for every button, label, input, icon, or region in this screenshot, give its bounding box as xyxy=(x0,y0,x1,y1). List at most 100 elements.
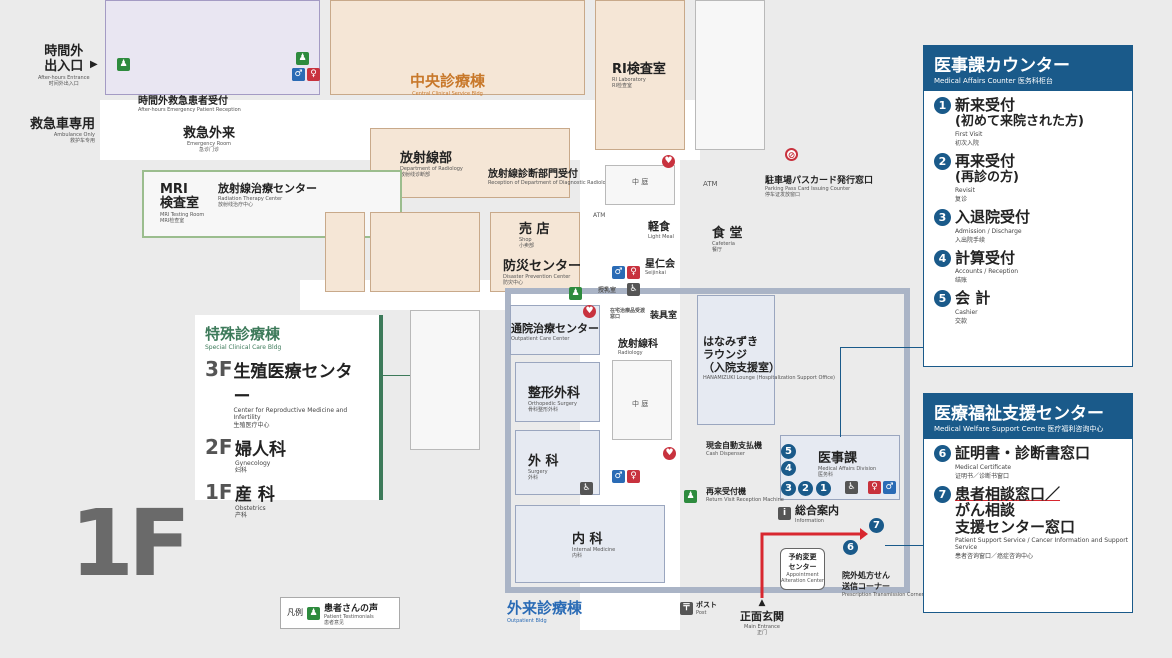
accessible-icon: ♿ xyxy=(627,283,640,296)
restroom-female-icon: ♀ xyxy=(868,481,881,494)
floor-dept: 婦人科 xyxy=(235,439,286,460)
floor-number: 2F xyxy=(205,434,233,459)
main-entrance-label: ▲ 正面玄関 Main Entrance 正门 xyxy=(740,598,784,636)
room-internal xyxy=(515,505,665,583)
aed-heart-icon: ♥ xyxy=(663,447,676,460)
counter-note: (初めて来院された方) xyxy=(955,113,1084,129)
accessible-icon: ♿ xyxy=(580,482,593,495)
room-ri xyxy=(595,0,685,150)
ambulance-label: 救急車専用 Ambulance Only 救护车专用 xyxy=(30,117,96,144)
patient-voice-icon: ♟ xyxy=(684,490,697,503)
counter-6-marker: 6 xyxy=(843,540,858,555)
no-entry-icon: ⊘ xyxy=(785,148,798,161)
medical-affairs-counter-panel: 医事課カウンター Medical Affairs Counter 医务科柜台 1… xyxy=(923,45,1133,367)
welfare-en: Patient Support Service / Cancer Informa… xyxy=(955,537,1129,551)
outpatient-bldg-label: 外来診療棟 Outpatient Bldg xyxy=(507,599,583,624)
restroom-female-icon: ♀ xyxy=(627,266,640,279)
aed-heart-icon: ♥ xyxy=(662,155,675,168)
revisit-machine-label: 再来受付機 Return Visit Reception Machine xyxy=(706,487,784,503)
shop-label: 売 店 Shop 小卖部 xyxy=(519,222,550,249)
counter-en: First Visit xyxy=(955,131,983,139)
courtyard-2-label: 中 庭 xyxy=(632,400,649,408)
restroom-male-icon: ♂ xyxy=(292,68,305,81)
info-icon: i xyxy=(778,506,791,520)
counter-cn: 初次入院 xyxy=(955,140,980,148)
welfare-name: 患者相談窓口／ xyxy=(955,484,1061,503)
route-arrow xyxy=(760,528,868,598)
orthopedic-label: 整形外科 Orthopedic Surgery 骨科整形外科 xyxy=(528,386,581,413)
central-bldg-label: 中央診療棟 Central Clinical Service Bldg xyxy=(410,72,486,97)
lounge-label: はなみずき ラウンジ （入院支援室） HANAMIZUKI Lounge (Ho… xyxy=(703,335,835,381)
welfare-number: 7 xyxy=(934,485,951,503)
courtyard-1 xyxy=(605,165,675,205)
special-bldg-subtitle: Special Clinical Care Bldg xyxy=(205,344,282,351)
patient-voice-icon: ♟ xyxy=(307,606,320,620)
accessible-icon: ♿ xyxy=(845,481,858,494)
counter-name: 新来受付 xyxy=(955,96,1016,114)
home-med-label: 在宅治療品受渡窓口 xyxy=(610,308,646,320)
counter-en: Cashier xyxy=(955,308,978,316)
welfare-name-2: がん相談 支援センター窓口 xyxy=(955,501,1076,536)
cafeteria-label: 食 堂 Cafeteria 餐厅 xyxy=(712,226,743,253)
floor-dept-en: Center for Reproductive Medicine and Inf… xyxy=(233,407,348,422)
counter-number: 2 xyxy=(934,153,951,171)
counter-en: Admission / Discharge xyxy=(955,227,1022,235)
special-bldg-title: 特殊診療棟 xyxy=(205,325,281,343)
panel-subtitle: Medical Affairs Counter 医务科柜台 xyxy=(934,77,1053,85)
room-emergency-area xyxy=(105,0,320,95)
counter-connector xyxy=(840,347,841,437)
welfare-name: 証明書・診断書窓口 xyxy=(955,444,1091,462)
room-special xyxy=(410,310,480,450)
internal-label: 内 科 Internal Medicine 内科 xyxy=(572,532,616,559)
room-central-low1 xyxy=(370,212,480,292)
counter-cn: 入出院手续 xyxy=(955,236,986,244)
general-info-label: i 総合案内 Information xyxy=(778,502,839,524)
counter-name: 会 計 xyxy=(955,289,991,308)
counter-name: 計算受付 xyxy=(955,248,1016,267)
room-central-low3 xyxy=(325,212,365,292)
welfare-center-panel: 医療福祉支援センター Medical Welfare Support Centr… xyxy=(923,393,1133,613)
welfare-en: Medical Certificate xyxy=(955,463,1012,471)
floor-label: 1F xyxy=(70,490,191,597)
counter-cn: 交款 xyxy=(955,317,968,325)
room-orthopedic xyxy=(515,362,600,422)
orthotic-label: 装具室 xyxy=(650,311,678,321)
medical-affairs-div-label: 医事課 Medical Affairs Division 医务科 xyxy=(818,451,877,478)
floor-dept: 産 科 xyxy=(235,485,275,506)
courtyard-1-label: 中 庭 xyxy=(632,178,649,186)
surgery-label: 外 科 Surgery 外科 xyxy=(528,454,559,481)
counter-number: 3 xyxy=(934,209,951,227)
disaster-label: 防災センター Disaster Prevention Center 防灾中心 xyxy=(503,259,582,286)
atm-label: ATM xyxy=(703,180,718,188)
panel-title: 医事課カウンター xyxy=(934,56,1070,76)
patient-voice-icon: ♟ xyxy=(117,58,130,71)
counter-3-marker: 3 xyxy=(781,481,796,496)
nursing-label: 授乳室 xyxy=(598,287,617,294)
radiation-therapy-label: 放射線治療センター Radiation Therapy Center 放射线治疗… xyxy=(218,182,317,208)
floor-dept: 生殖医療センター xyxy=(233,362,353,408)
welfare-title: 医療福祉支援センター xyxy=(934,404,1104,424)
counter-cn: 结账 xyxy=(955,277,968,285)
parking-label: 駐車場パスカード発行窓口 Parking Pass Card Issuing C… xyxy=(765,176,874,198)
emergency-room-label: 救急外来 Emergency Room 急诊门诊 xyxy=(183,126,236,153)
room-lounge xyxy=(697,295,775,425)
counter-name: 入退院受付 xyxy=(955,208,1031,227)
room-ri-side xyxy=(695,0,765,150)
arrow-right-icon: ▶ xyxy=(90,59,98,70)
room-central-top xyxy=(330,0,585,95)
patient-voice-icon: ♟ xyxy=(569,287,582,300)
seijinkai-label: 星仁会 Seijinkai xyxy=(645,259,675,276)
floor-number: 1F xyxy=(205,480,233,505)
payment-machine-label: 現金自動支払機 Cash Dispenser xyxy=(706,441,762,457)
legend: 凡例 ♟ 患者さんの声 Patient Testimonials 患者意见 xyxy=(280,597,400,629)
counter-cn: 复诊 xyxy=(955,196,968,204)
counter-name: 再来受付 xyxy=(955,152,1016,171)
